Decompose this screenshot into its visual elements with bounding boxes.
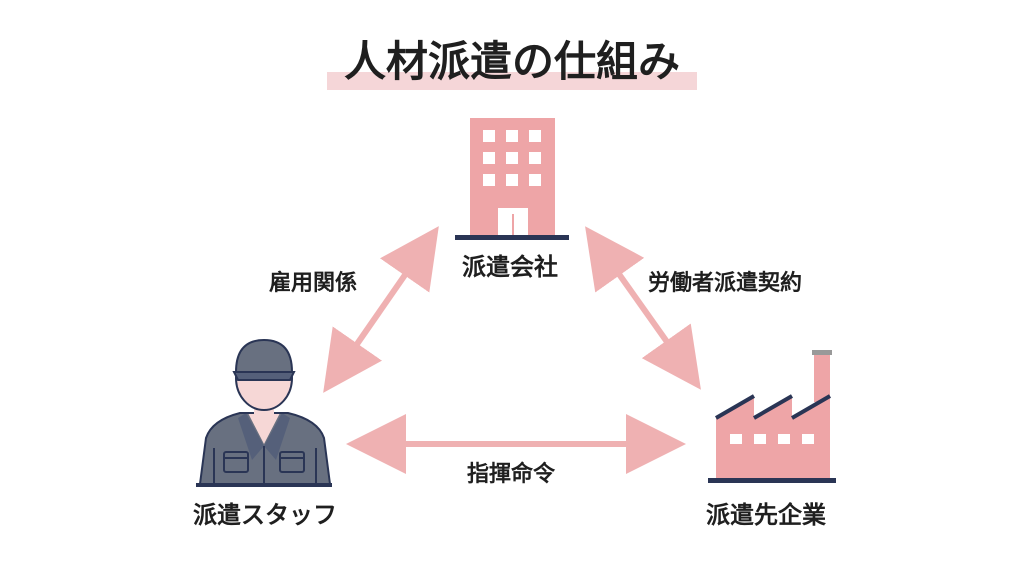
- title-highlight: [327, 72, 697, 90]
- page-title: 人材派遣の仕組み: [343, 37, 680, 86]
- worker-icon: [196, 338, 332, 487]
- factory-icon: [708, 350, 836, 483]
- employment-label: 雇用関係: [269, 271, 358, 296]
- title-area: 人材派遣の仕組み: [0, 34, 1024, 94]
- dispatch-contract-label: 労働者派遣契約: [648, 271, 803, 296]
- command-label: 指揮命令: [467, 462, 556, 487]
- agency-label: 派遣会社: [462, 253, 558, 281]
- staff-label: 派遣スタッフ: [193, 501, 337, 529]
- client-label: 派遣先企業: [706, 501, 826, 529]
- office-building-icon: [455, 118, 569, 240]
- dispatch-contract-arrow: [585, 226, 701, 390]
- employment-arrow: [323, 226, 439, 393]
